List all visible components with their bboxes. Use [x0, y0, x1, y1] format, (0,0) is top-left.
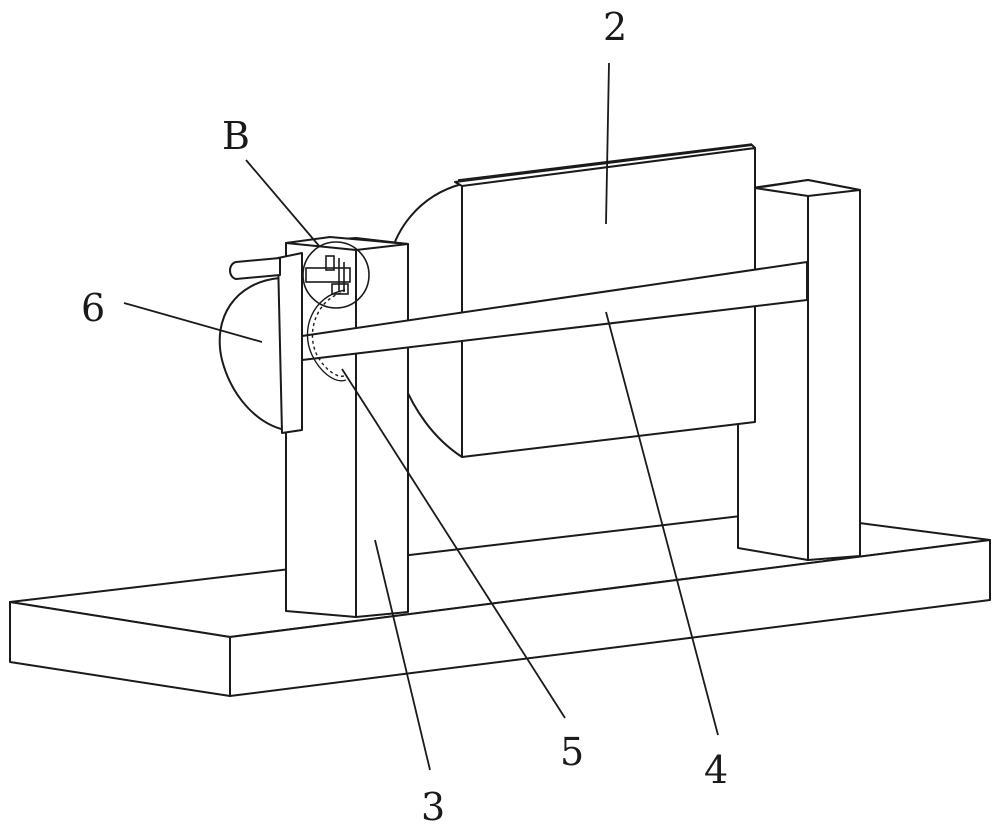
right-pillar-front-face — [807, 179, 861, 561]
leader-2 — [605, 62, 610, 225]
chain-link-path — [306, 289, 347, 382]
beam — [301, 261, 808, 361]
callout-b: B — [222, 114, 250, 158]
callout-4: 4 — [704, 748, 728, 792]
leader-6 — [123, 302, 263, 343]
base-plate-side — [229, 539, 991, 697]
leader-lines — [123, 62, 719, 771]
detail-b — [302, 241, 370, 309]
bracket-block — [305, 267, 351, 283]
leader-3 — [374, 539, 431, 771]
callout-labels: 2 B 6 5 4 3 — [81, 5, 728, 829]
leader-b — [245, 159, 321, 248]
callout-6: 6 — [81, 286, 105, 330]
callout-5: 5 — [560, 730, 584, 774]
leader-4 — [605, 311, 719, 736]
left-pillar-front-face — [355, 237, 409, 618]
container-lid-edge — [454, 144, 756, 187]
half-disc — [218, 277, 286, 431]
right-pillar-top — [754, 179, 861, 197]
bracket-post — [325, 255, 335, 271]
half-disc-assembly — [218, 252, 303, 434]
detail-circle — [302, 241, 370, 309]
callout-2: 2 — [603, 5, 627, 49]
chain-links — [311, 292, 345, 377]
lever-foot — [331, 283, 349, 295]
callout-3: 3 — [421, 785, 445, 829]
container-lid-line — [457, 143, 753, 181]
side-plate — [277, 252, 303, 434]
leader-5 — [341, 368, 566, 719]
right-pillar — [737, 179, 861, 561]
shaft-stub — [229, 257, 281, 280]
chain — [306, 289, 347, 382]
